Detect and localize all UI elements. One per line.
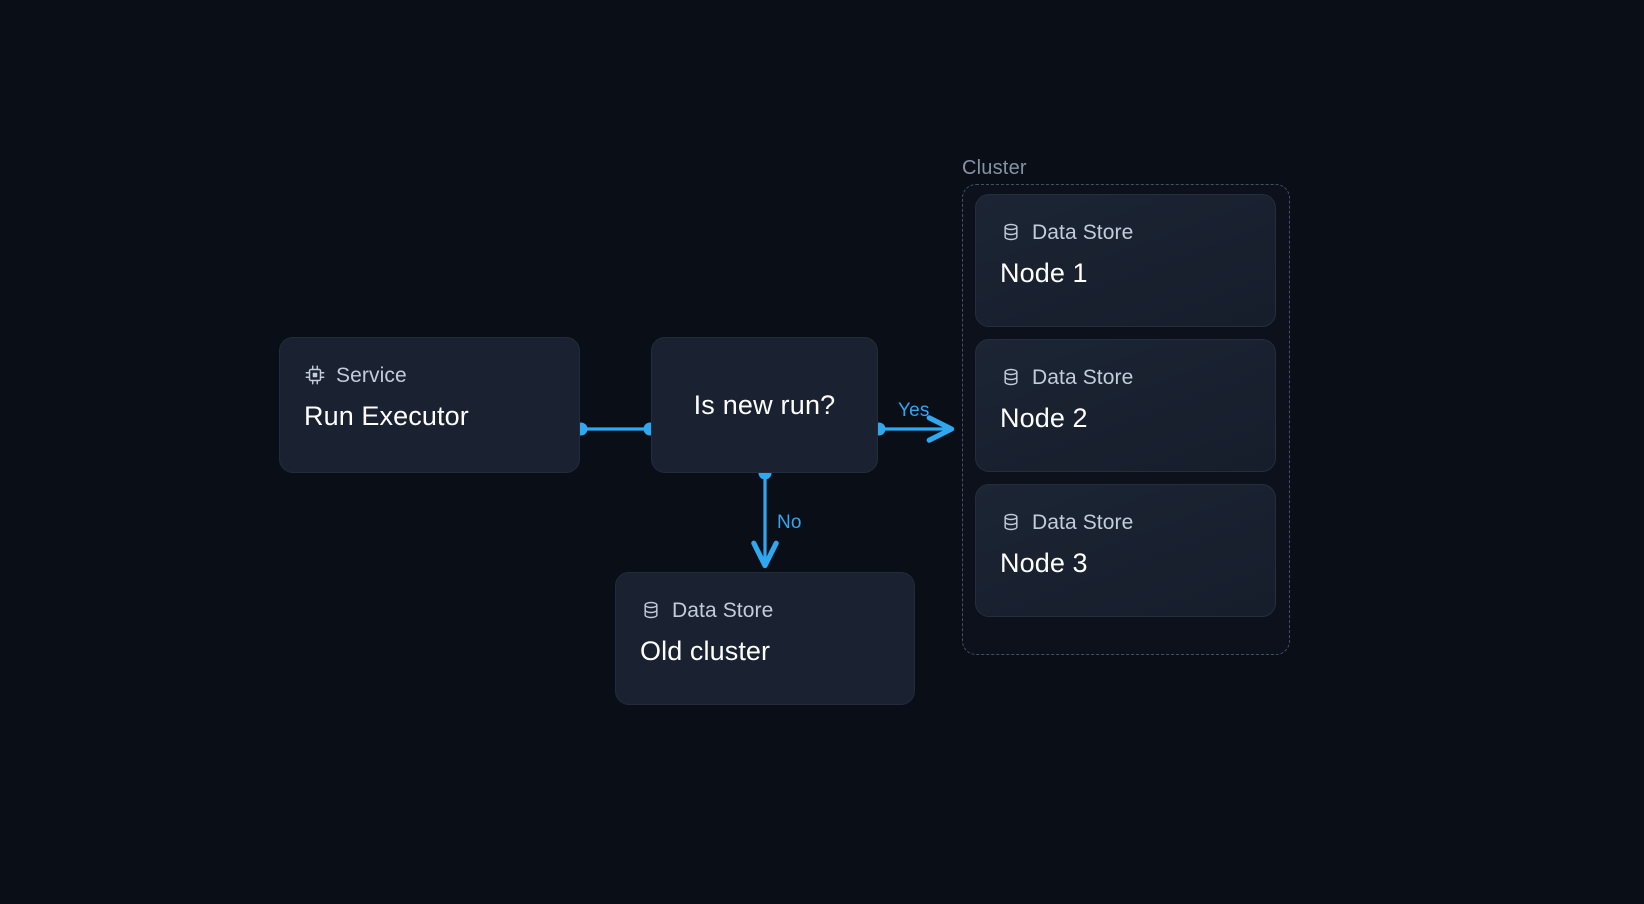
node-title: Run Executor (304, 401, 469, 431)
node-type-label: Service (336, 363, 407, 387)
node-title: Node 3 (1000, 548, 1088, 578)
node-is-new-run[interactable]: Is new run? (651, 337, 878, 473)
node-type-row: Service (304, 364, 555, 386)
node-type-row: Data Store (1000, 366, 1251, 388)
node-type-row: Data Store (640, 599, 890, 621)
node-old-cluster[interactable]: Data Store Old cluster (615, 572, 915, 705)
node-title: Node 2 (1000, 403, 1088, 433)
node-node-1[interactable]: Data Store Node 1 (975, 194, 1276, 327)
edge-label-yes: Yes (898, 400, 930, 421)
node-type-row: Data Store (1000, 511, 1251, 533)
database-icon (1000, 366, 1022, 388)
node-node-3[interactable]: Data Store Node 3 (975, 484, 1276, 617)
node-type-label: Data Store (1032, 365, 1134, 389)
node-title: Node 1 (1000, 258, 1088, 288)
decision-label: Is new run? (693, 389, 836, 420)
node-node-2[interactable]: Data Store Node 2 (975, 339, 1276, 472)
database-icon (1000, 221, 1022, 243)
node-type-label: Data Store (672, 598, 774, 622)
node-title: Old cluster (640, 636, 771, 666)
node-run-executor[interactable]: Service Run Executor (279, 337, 580, 473)
edge-decision-to-cluster (872, 415, 955, 443)
edge-service-to-decision (574, 422, 657, 436)
edge-label-no: No (777, 512, 802, 533)
database-icon (1000, 511, 1022, 533)
node-type-label: Data Store (1032, 510, 1134, 534)
node-type-label: Data Store (1032, 220, 1134, 244)
edge-decision-to-old-cluster (751, 466, 779, 569)
database-icon (640, 599, 662, 621)
cpu-chip-icon (304, 364, 326, 386)
cluster-group-label: Cluster (962, 157, 1027, 179)
node-type-row: Data Store (1000, 221, 1251, 243)
